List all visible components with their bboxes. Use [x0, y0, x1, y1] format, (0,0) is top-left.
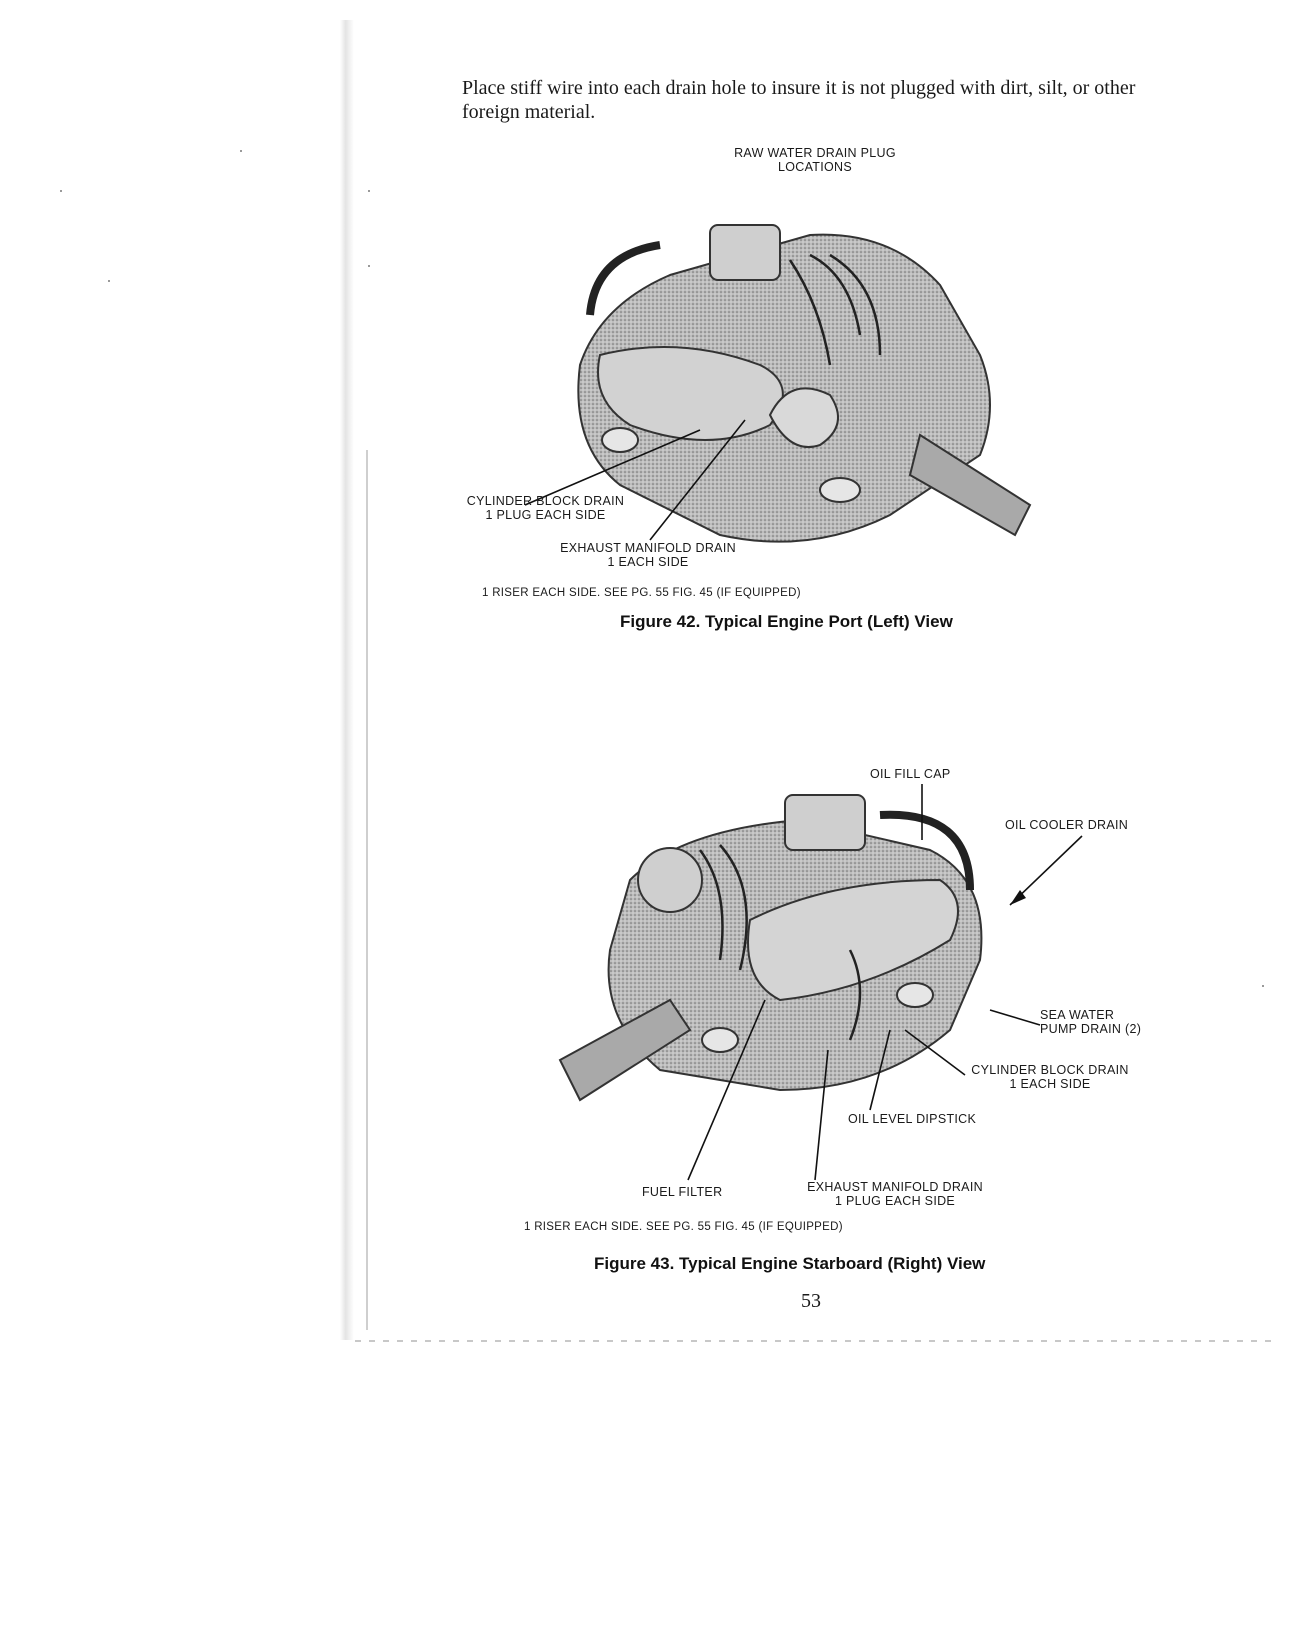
scan-speck	[60, 190, 62, 192]
scan-speck	[108, 280, 110, 282]
intro-paragraph: Place stiff wire into each drain hole to…	[462, 77, 1136, 123]
fig43-sea-water-pump-label: SEA WATER PUMP DRAIN (2)	[1040, 1008, 1142, 1036]
fig43-oil-cooler-drain-label: OIL COOLER DRAIN	[1005, 818, 1129, 832]
binding-shadow	[340, 20, 354, 1340]
scan-speck	[1262, 985, 1264, 987]
fig42-caption: Figure 42. Typical Engine Port (Left) Vi…	[620, 612, 953, 631]
binding-line	[366, 450, 368, 1330]
scan-speck	[240, 150, 242, 152]
fig43-oil-fill-cap-label: OIL FILL CAP	[870, 767, 951, 781]
scan-speck	[368, 265, 370, 267]
fig43-fuel-filter-label: FUEL FILTER	[642, 1185, 723, 1199]
fig42-cylinder-block-label: CYLINDER BLOCK DRAIN 1 PLUG EACH SIDE	[466, 494, 625, 522]
page-edge	[355, 1340, 1275, 1342]
page-number: 53	[801, 1290, 821, 1312]
fig42-exhaust-label: EXHAUST MANIFOLD DRAIN 1 EACH SIDE	[560, 541, 736, 569]
engine-starboard-view-illustration	[558, 794, 983, 1102]
fig43-exhaust-label: EXHAUST MANIFOLD DRAIN 1 PLUG EACH SIDE	[807, 1180, 983, 1208]
fig43-dipstick-label: OIL LEVEL DIPSTICK	[848, 1112, 977, 1126]
fig43-cylinder-block-label: CYLINDER BLOCK DRAIN 1 EACH SIDE	[971, 1063, 1129, 1091]
engine-port-view-illustration	[577, 224, 1032, 543]
fig42-riser-note: 1 RISER EACH SIDE. SEE PG. 55 FIG. 45 (I…	[482, 587, 801, 599]
fig43-caption: Figure 43. Typical Engine Starboard (Rig…	[594, 1254, 986, 1273]
fig43-riser-note: 1 RISER EACH SIDE. SEE PG. 55 FIG. 45 (I…	[524, 1221, 843, 1233]
scan-speck	[368, 190, 370, 192]
fig42-heading: RAW WATER DRAIN PLUG LOCATIONS	[734, 146, 896, 174]
